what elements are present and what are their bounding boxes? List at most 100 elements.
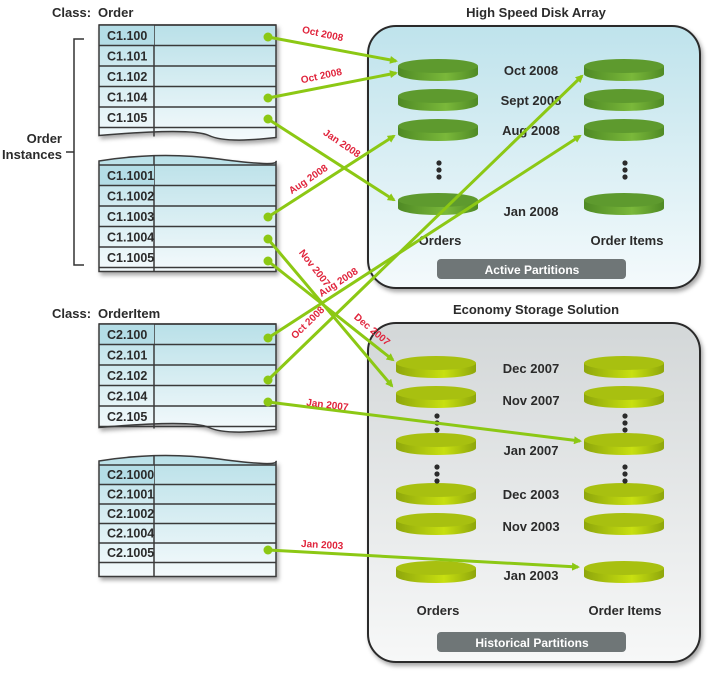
class-name: OrderItem	[98, 306, 160, 321]
economy-storage-title: Economy Storage Solution	[453, 302, 619, 317]
partition-date-label: Jan 2008	[504, 204, 559, 219]
partition-date-label: Dec 2007	[503, 361, 559, 376]
arrow-date-label: Oct 2008	[289, 304, 327, 341]
arrow-line	[267, 400, 582, 445]
arrow-date-label: Oct 2008	[301, 25, 344, 45]
table-row: C1.1001	[107, 169, 154, 183]
ellipsis-icon	[622, 464, 628, 484]
arrow-origin-dot	[263, 256, 273, 266]
order-items-partition-disk	[584, 89, 664, 111]
partition-date-label: Aug 2008	[502, 123, 560, 138]
partition-date-label: Nov 2003	[502, 519, 559, 534]
instance-id: C1.100	[107, 29, 147, 43]
table-row: C1.1002	[107, 189, 154, 203]
orders-partition-disk	[398, 193, 478, 215]
arrow-origin-dot	[263, 333, 273, 343]
arrow-line	[267, 35, 398, 64]
orders-partition-disk	[396, 386, 476, 408]
order-items-partition-disk	[584, 193, 664, 215]
instance-id: C1.104	[107, 90, 147, 104]
arrow-origin-dot	[263, 32, 273, 42]
orders-partition-disk	[396, 356, 476, 378]
arrow-date-label: Jan 2003	[301, 539, 344, 552]
arrow-origin-dot	[263, 93, 273, 103]
partition-arrow: Jan 2003	[263, 539, 580, 571]
order-items-partition-disk	[584, 483, 664, 505]
class-name: Order	[98, 5, 133, 20]
orders-partition-disk	[396, 433, 476, 455]
arrow-line	[267, 70, 398, 100]
table-row: C2.1002	[107, 507, 154, 521]
table-row: C1.1005	[107, 251, 154, 265]
historical-partitions-badge-label: Historical Partitions	[475, 636, 589, 650]
arrow-line	[267, 548, 580, 571]
table-row: C2.104	[107, 389, 147, 403]
arrow-date-label: Jan 2007	[306, 397, 350, 413]
table-row: C2.105	[107, 410, 147, 424]
instance-id: C2.100	[107, 328, 147, 342]
table-row: C2.1001	[107, 488, 154, 502]
instance-id: C1.1001	[107, 169, 154, 183]
arrow-origin-dot	[263, 114, 273, 124]
ellipsis-icon	[434, 464, 440, 484]
historical-order-items-column-label: Order Items	[589, 603, 662, 618]
active-partitions-badge	[437, 259, 626, 279]
table-row: C2.1000	[107, 468, 154, 482]
arrow-origin-dot	[263, 397, 273, 407]
instance-id: C2.101	[107, 348, 147, 362]
partition-date-label: Sept 2008	[501, 93, 562, 108]
instance-tables: C1.100C1.101C1.102C1.104C1.105C1.1001C1.…	[98, 24, 277, 578]
arrow-line	[267, 134, 582, 340]
historical-orders-column-label: Orders	[417, 603, 460, 618]
instance-id: C2.1002	[107, 507, 154, 521]
partition-date-label: Oct 2008	[504, 63, 558, 78]
active-partitions-badge-label: Active Partitions	[485, 263, 580, 277]
order-class-label: Class: Order	[52, 5, 133, 20]
orders-partition-disk	[396, 513, 476, 535]
arrow-origin-dot	[263, 375, 273, 385]
orders-partition-disk	[396, 483, 476, 505]
table-row: C1.104	[107, 90, 147, 104]
instance-id: C2.102	[107, 369, 147, 383]
table-row: C1.105	[107, 111, 147, 125]
order-instances-bracket: Order Instances	[2, 38, 84, 266]
class-prefix: Class:	[52, 306, 91, 321]
order-items-partition-disk	[584, 386, 664, 408]
instance-id: C1.1004	[107, 230, 154, 244]
instance-id: C1.101	[107, 49, 147, 63]
orderitem-class-label: Class: OrderItem	[52, 306, 160, 321]
instance-id: C2.1004	[107, 527, 154, 541]
ellipsis-icon	[436, 160, 442, 180]
table-row: C1.1003	[107, 210, 154, 224]
partition-date-label: Jan 2007	[504, 443, 559, 458]
arrow-line	[266, 238, 394, 388]
ellipsis-icon	[622, 160, 628, 180]
high-speed-title: High Speed Disk Array	[466, 5, 606, 20]
ellipsis-icon	[622, 413, 628, 433]
instance-id: C2.1000	[107, 468, 154, 482]
order-items-partition-disk	[584, 119, 664, 141]
orders-partition-disk	[398, 119, 478, 141]
arrow-line	[267, 259, 395, 362]
instance-id: C2.104	[107, 389, 147, 403]
arrow-origin-dot	[263, 545, 273, 555]
partition-date-label: Dec 2003	[503, 487, 559, 502]
table-row: C1.101	[107, 49, 147, 63]
active-order-items-column-label: Order Items	[591, 233, 664, 248]
table-row: C2.1004	[107, 527, 154, 541]
instance-id: C1.1005	[107, 251, 154, 265]
order-items-partition-disk	[584, 59, 664, 81]
orders-partition-disk	[396, 561, 476, 583]
table-row: C2.102	[107, 369, 147, 383]
instances-label-line2: Instances	[2, 147, 62, 162]
table-row: C1.100	[107, 29, 147, 43]
instance-id: C2.1005	[107, 546, 154, 560]
arrow-line	[267, 134, 396, 219]
table-row: C2.1005	[107, 546, 154, 560]
